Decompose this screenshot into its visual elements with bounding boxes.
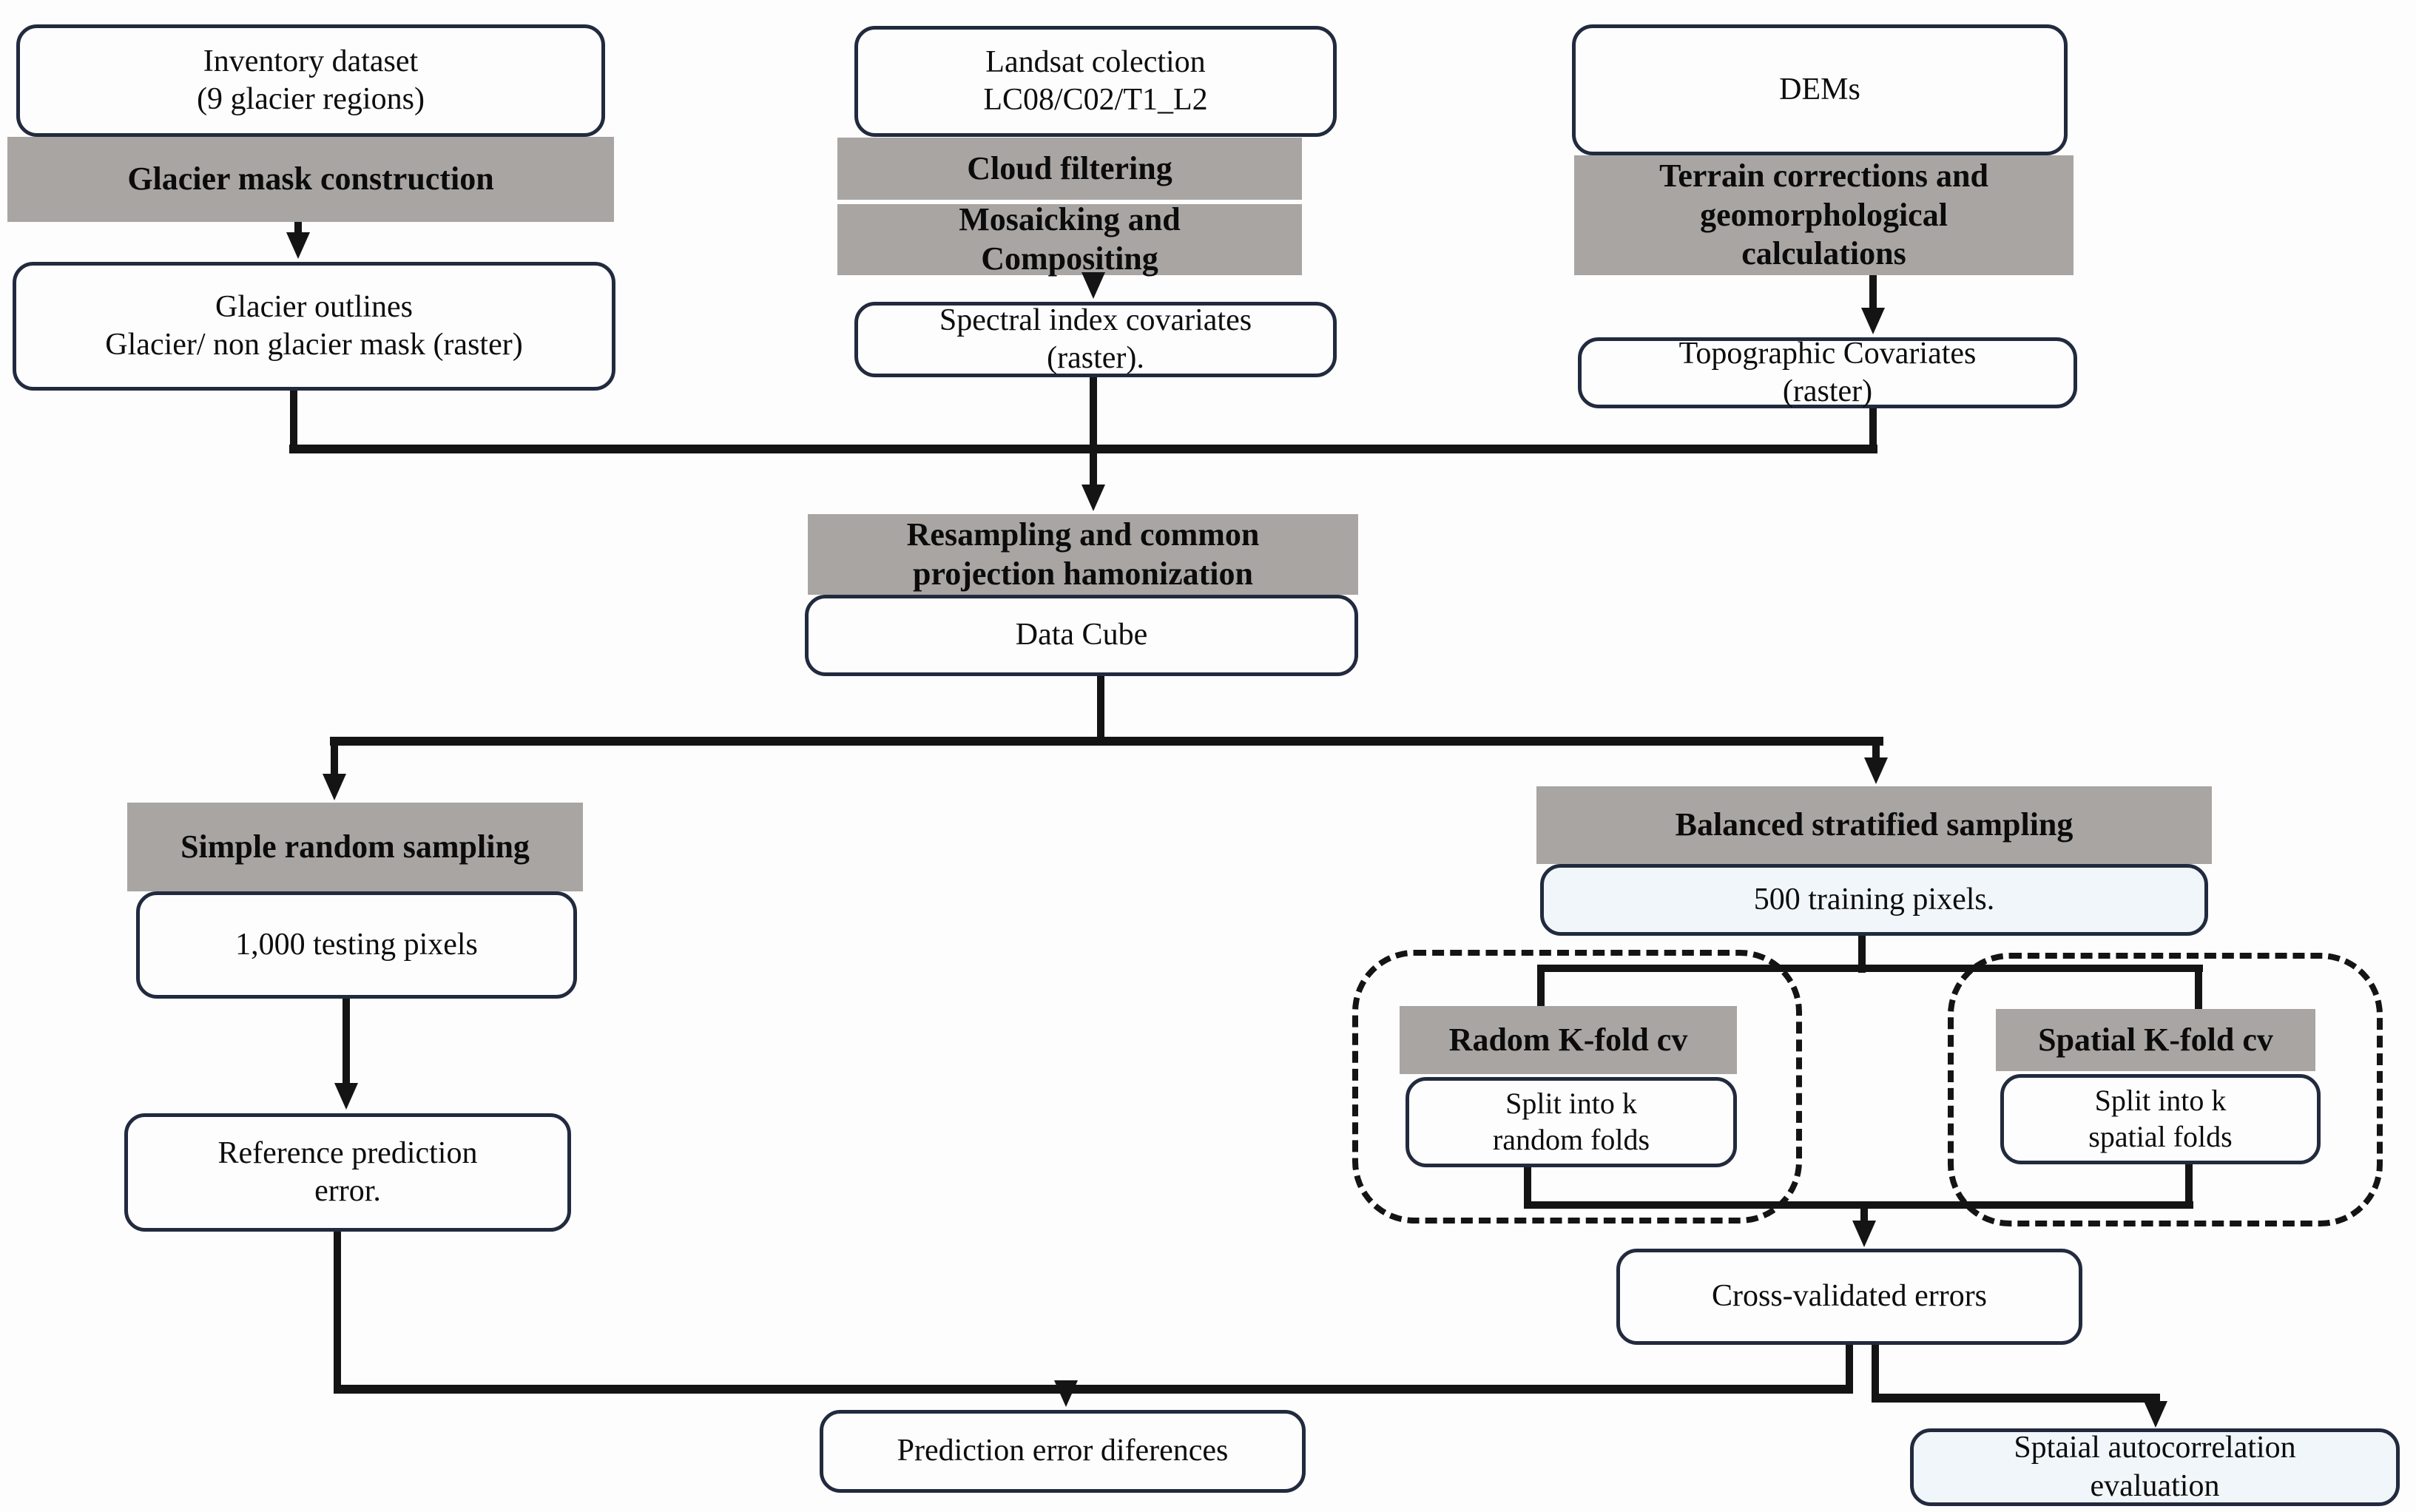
connector-tsplit-spatial — [2195, 972, 2202, 1012]
node-glacier-outlines: Glacier outlines Glacier/ non glacier ma… — [13, 262, 615, 391]
connector-crossval-stub-right — [1872, 1345, 1879, 1398]
connector-training-tsplit — [1858, 936, 1866, 973]
connector-outlines-merge — [290, 391, 297, 450]
process-spatial-kfold-cv: Spatial K-fold cv — [1996, 1009, 2315, 1071]
process-radom-kfold-cv: Radom K-fold cv — [1400, 1006, 1737, 1074]
node-reference-prediction-error: Reference prediction error. — [124, 1113, 571, 1232]
connector-topographic-merge — [1869, 408, 1877, 450]
node-spectral-covariates: Spectral index covariates (raster). — [854, 302, 1337, 377]
arrowhead-to-spectral — [1082, 272, 1105, 299]
arrowhead-to-balanced-sampling — [1864, 757, 1888, 784]
connector-split-left — [331, 741, 338, 777]
process-terrain-corrections: Terrain corrections and geomorphological… — [1574, 155, 2073, 275]
arrowhead-to-outlines — [286, 232, 310, 259]
connector-spatialfolds-out — [2185, 1164, 2193, 1209]
process-resampling-harmonization: Resampling and common projection hamoniz… — [808, 514, 1358, 595]
connector-datacube-split — [1097, 676, 1104, 741]
process-simple-random-sampling: Simple random sampling — [127, 803, 583, 891]
connector-kfold-tsplit — [1537, 965, 2203, 972]
arrowhead-to-reference — [334, 1083, 358, 1110]
connector-bottom-right-line — [1872, 1394, 2160, 1403]
node-prediction-error-differences: Prediction error diferences — [820, 1410, 1306, 1493]
group-random-kfold-dashed — [1352, 950, 1802, 1224]
arrowhead-to-simple-sampling — [323, 774, 346, 800]
process-balanced-stratified-sampling: Balanced stratified sampling — [1536, 786, 2212, 864]
connector-crossval-stub-left — [1846, 1345, 1853, 1389]
node-data-cube: Data Cube — [805, 595, 1358, 676]
connector-reference-bottomline — [334, 1232, 341, 1389]
connector-kfold-merge — [1524, 1201, 2193, 1209]
node-landsat-collection: Landsat colection LC08/C02/T1_L2 — [854, 26, 1337, 137]
arrowhead-to-resampling — [1082, 485, 1105, 511]
connector-tsplit-random — [1537, 972, 1545, 1009]
connector-split-trunk — [330, 737, 1883, 746]
connector-spectral-resampling — [1090, 377, 1097, 488]
node-topographic-covariates: Topographic Covariates (raster) — [1578, 337, 2077, 408]
connector-split-right — [1872, 741, 1880, 760]
node-cross-validated-errors: Cross-validated errors — [1616, 1249, 2082, 1345]
connector-terrain-topographic — [1869, 275, 1877, 311]
arrowhead-to-topographic — [1861, 308, 1885, 334]
process-cloud-filtering: Cloud filtering — [837, 138, 1302, 200]
connector-merge-trunk — [289, 445, 1877, 453]
arrowhead-to-prediction-differences — [1054, 1380, 1078, 1407]
node-split-spatial-folds: Split into k spatial folds — [2000, 1074, 2321, 1164]
arrowhead-to-sptaial-evaluation — [2144, 1401, 2167, 1428]
arrowhead-to-crossval — [1852, 1221, 1876, 1247]
process-mosaicking-compositing: Mosaicking and Compositing — [837, 201, 1302, 277]
process-glacier-mask-construction: Glacier mask construction — [7, 137, 614, 222]
connector-testing-reference — [343, 999, 350, 1086]
node-testing-pixels: 1,000 testing pixels — [136, 891, 577, 999]
connector-glaciermask-outlines — [294, 222, 302, 238]
node-training-pixels: 500 training pixels. — [1540, 864, 2208, 936]
connector-randomfolds-out — [1524, 1167, 1531, 1209]
connector-bottom-left-line — [334, 1385, 1853, 1394]
connector-merge-crossval — [1860, 1209, 1868, 1225]
node-dems: DEMs — [1572, 24, 2068, 155]
group-spatial-kfold-dashed — [1948, 953, 2383, 1226]
node-spatial-autocorrelation-evaluation: Sptaial autocorrelation evaluation — [1910, 1428, 2400, 1506]
node-split-random-folds: Split into k random folds — [1406, 1077, 1737, 1167]
node-inventory-dataset: Inventory dataset (9 glacier regions) — [16, 24, 605, 137]
